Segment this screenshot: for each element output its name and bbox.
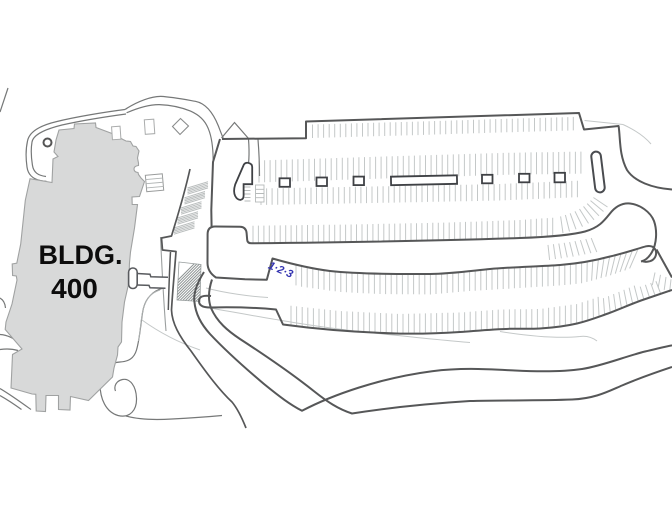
svg-text:400: 400 xyxy=(51,273,98,304)
svg-text:BLDG.: BLDG. xyxy=(39,240,123,270)
